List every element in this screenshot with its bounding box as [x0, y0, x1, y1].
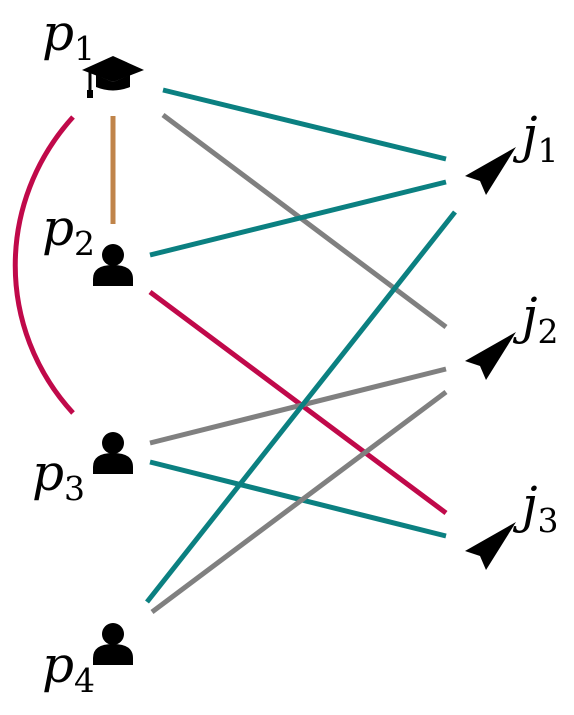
edge-p2-j3: [148, 289, 448, 516]
edge-p4-j1: [145, 210, 457, 604]
node-p4: p4: [42, 623, 133, 700]
label-j3: j3: [512, 476, 559, 540]
person-icon: [93, 623, 133, 665]
label-p2: p2: [42, 199, 95, 263]
edge-p1-p3: [12, 115, 75, 415]
edge-p3-j2: [149, 366, 447, 446]
node-p1: p1: [42, 4, 144, 98]
edge-p3-j3: [149, 459, 447, 539]
graduation-cap-icon: [82, 56, 144, 98]
label-p1: p1: [42, 4, 95, 68]
edges: [12, 87, 457, 615]
edge-p1-j2: [161, 112, 448, 330]
edge-p1-j1: [162, 87, 447, 162]
paper-plane-icon: [465, 332, 516, 380]
paper-plane-icon: [465, 147, 516, 195]
person-icon: [93, 244, 133, 286]
node-j2: j2: [465, 287, 559, 380]
label-j1: j1: [512, 106, 559, 170]
node-j1: j1: [465, 106, 559, 195]
edge-p4-j2: [150, 389, 448, 615]
edge-p2-j1: [149, 179, 447, 258]
node-j3: j3: [465, 476, 559, 570]
paper-plane-icon: [465, 522, 516, 570]
label-p3: p3: [32, 444, 85, 508]
person-icon: [93, 432, 133, 474]
label-j2: j2: [512, 287, 559, 351]
node-p2: p2: [42, 199, 133, 286]
label-p4: p4: [42, 636, 95, 700]
node-p3: p3: [32, 432, 133, 508]
